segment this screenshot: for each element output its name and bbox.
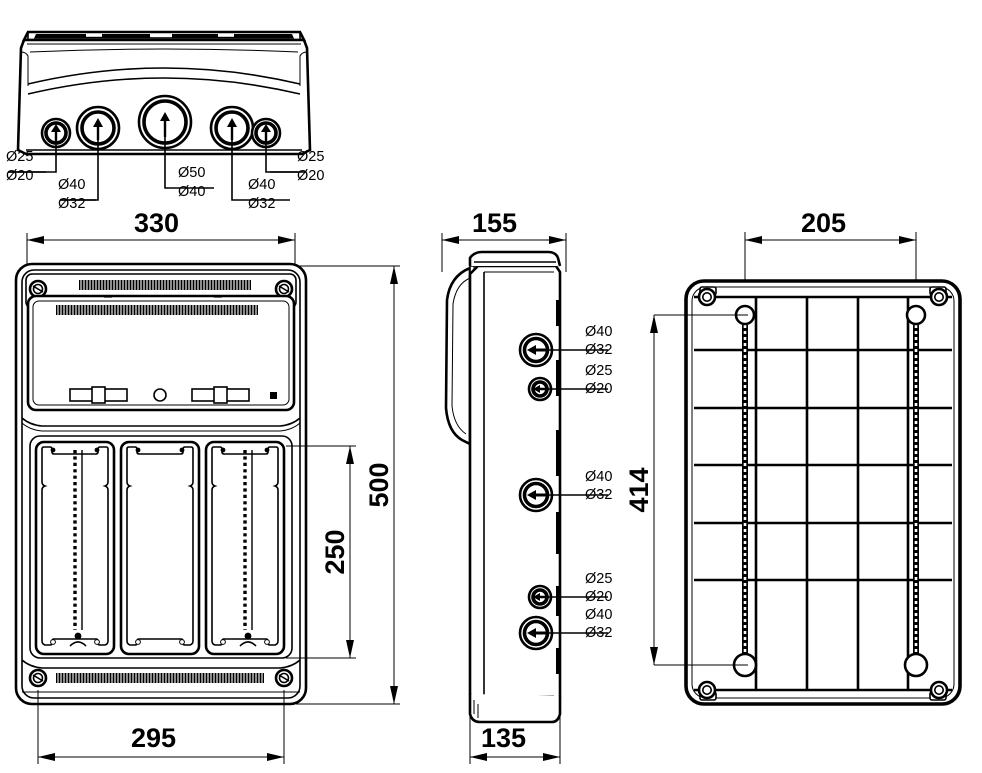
top-ko-label-right-small-inner: Ø20 <box>297 168 324 184</box>
knockout-top-3 <box>137 94 193 150</box>
front-dim-label-295: 295 <box>131 723 176 753</box>
window-controls <box>69 386 277 404</box>
side-ko-label-3-inner: Ø32 <box>585 487 612 503</box>
top-view: Ø25 Ø20 Ø40 Ø32 Ø50 Ø40 Ø40 Ø32 Ø25 Ø20 <box>6 30 324 212</box>
top-ko-label-left-med-outer: Ø40 <box>58 177 85 193</box>
side-view-leaders <box>548 349 608 634</box>
top-ko-label-right-med-outer: Ø40 <box>248 177 275 193</box>
latch-right <box>191 386 250 404</box>
front-dim-label-330: 330 <box>134 208 179 238</box>
side-dim-depth-155: 155 <box>441 208 567 272</box>
side-ko-label-1-outer: Ø40 <box>585 324 612 340</box>
front-view: 330 <box>14 208 400 764</box>
side-ko-label-5-outer: Ø40 <box>585 607 612 623</box>
vent-slots-top <box>79 280 251 290</box>
side-view-knockouts <box>518 332 554 651</box>
side-ko-label-3-outer: Ø40 <box>585 469 612 485</box>
screw-top-left <box>28 279 48 299</box>
side-dim-depth-135: 135 <box>469 700 561 764</box>
top-view-leaders <box>8 137 306 201</box>
latch-left <box>69 386 128 404</box>
back-screw-top-right <box>929 286 949 307</box>
top-ko-label-center-outer: Ø50 <box>178 165 205 181</box>
indicator-circle <box>153 388 167 402</box>
vent-slots-bottom <box>56 673 264 683</box>
top-ko-label-center-inner: Ø40 <box>178 184 205 200</box>
back-view-grid <box>694 295 952 692</box>
back-dim-height-414: 414 <box>624 314 748 666</box>
back-screw-bottom-left <box>697 680 717 701</box>
side-view: 155 <box>441 208 612 764</box>
top-ko-label-right-med-inner: Ø32 <box>248 196 275 212</box>
top-ko-label-right-small-outer: Ø25 <box>297 149 324 165</box>
side-edge-ticks <box>556 300 560 674</box>
back-dim-label-205: 205 <box>801 208 846 238</box>
module-slot-1 <box>34 440 116 656</box>
front-dim-label-500: 500 <box>364 462 394 507</box>
mount-hole-bottom-right <box>903 652 929 678</box>
side-dim-label-155: 155 <box>472 208 517 238</box>
module-slot-2 <box>119 440 201 656</box>
knockout-top-2 <box>75 105 121 151</box>
side-dim-label-135: 135 <box>481 723 526 753</box>
front-view-door-panel <box>25 273 297 412</box>
knockout-side-3 <box>518 477 554 513</box>
back-view: 205 <box>624 208 962 706</box>
side-ko-label-5-inner: Ø32 <box>585 625 612 641</box>
back-view-corner-screws <box>697 286 949 701</box>
side-ko-label-2-outer: Ø25 <box>585 363 612 379</box>
mount-hole-top-right <box>905 304 927 326</box>
knockout-side-1 <box>518 332 554 368</box>
screw-top-right <box>274 279 294 299</box>
front-view-mid-divider <box>21 417 301 432</box>
back-view-plate <box>684 279 962 706</box>
back-screw-bottom-right <box>929 680 949 701</box>
top-ko-label-left-med-inner: Ø32 <box>58 196 85 212</box>
knockout-side-4 <box>527 584 553 610</box>
front-dim-height-500: 500 <box>296 265 400 705</box>
back-screw-top-left <box>697 286 717 307</box>
square-marker <box>270 392 277 399</box>
module-slot-3 <box>204 440 286 656</box>
front-dim-width-295: 295 <box>37 690 285 764</box>
side-ko-label-1-inner: Ø32 <box>585 342 612 358</box>
side-ko-label-2-inner: Ø20 <box>585 381 612 397</box>
top-ko-label-left-small-inner: Ø20 <box>6 168 33 184</box>
front-view-module-area <box>29 435 293 659</box>
vent-slots-window <box>56 305 258 315</box>
top-ko-label-left-small-outer: Ø25 <box>6 149 33 165</box>
back-view-mount-tracks <box>732 304 929 678</box>
screw-bottom-left <box>28 668 48 688</box>
screw-bottom-right <box>274 668 294 688</box>
knockout-side-2 <box>527 376 553 402</box>
back-dim-label-414: 414 <box>624 467 654 512</box>
front-view-bottom-band <box>21 659 301 693</box>
side-ko-label-4-inner: Ø20 <box>585 589 612 605</box>
front-dim-height-250: 250 <box>286 445 356 659</box>
knockout-side-5 <box>518 615 554 651</box>
front-dim-label-250: 250 <box>320 529 350 574</box>
side-ko-label-4-outer: Ø25 <box>585 571 612 587</box>
